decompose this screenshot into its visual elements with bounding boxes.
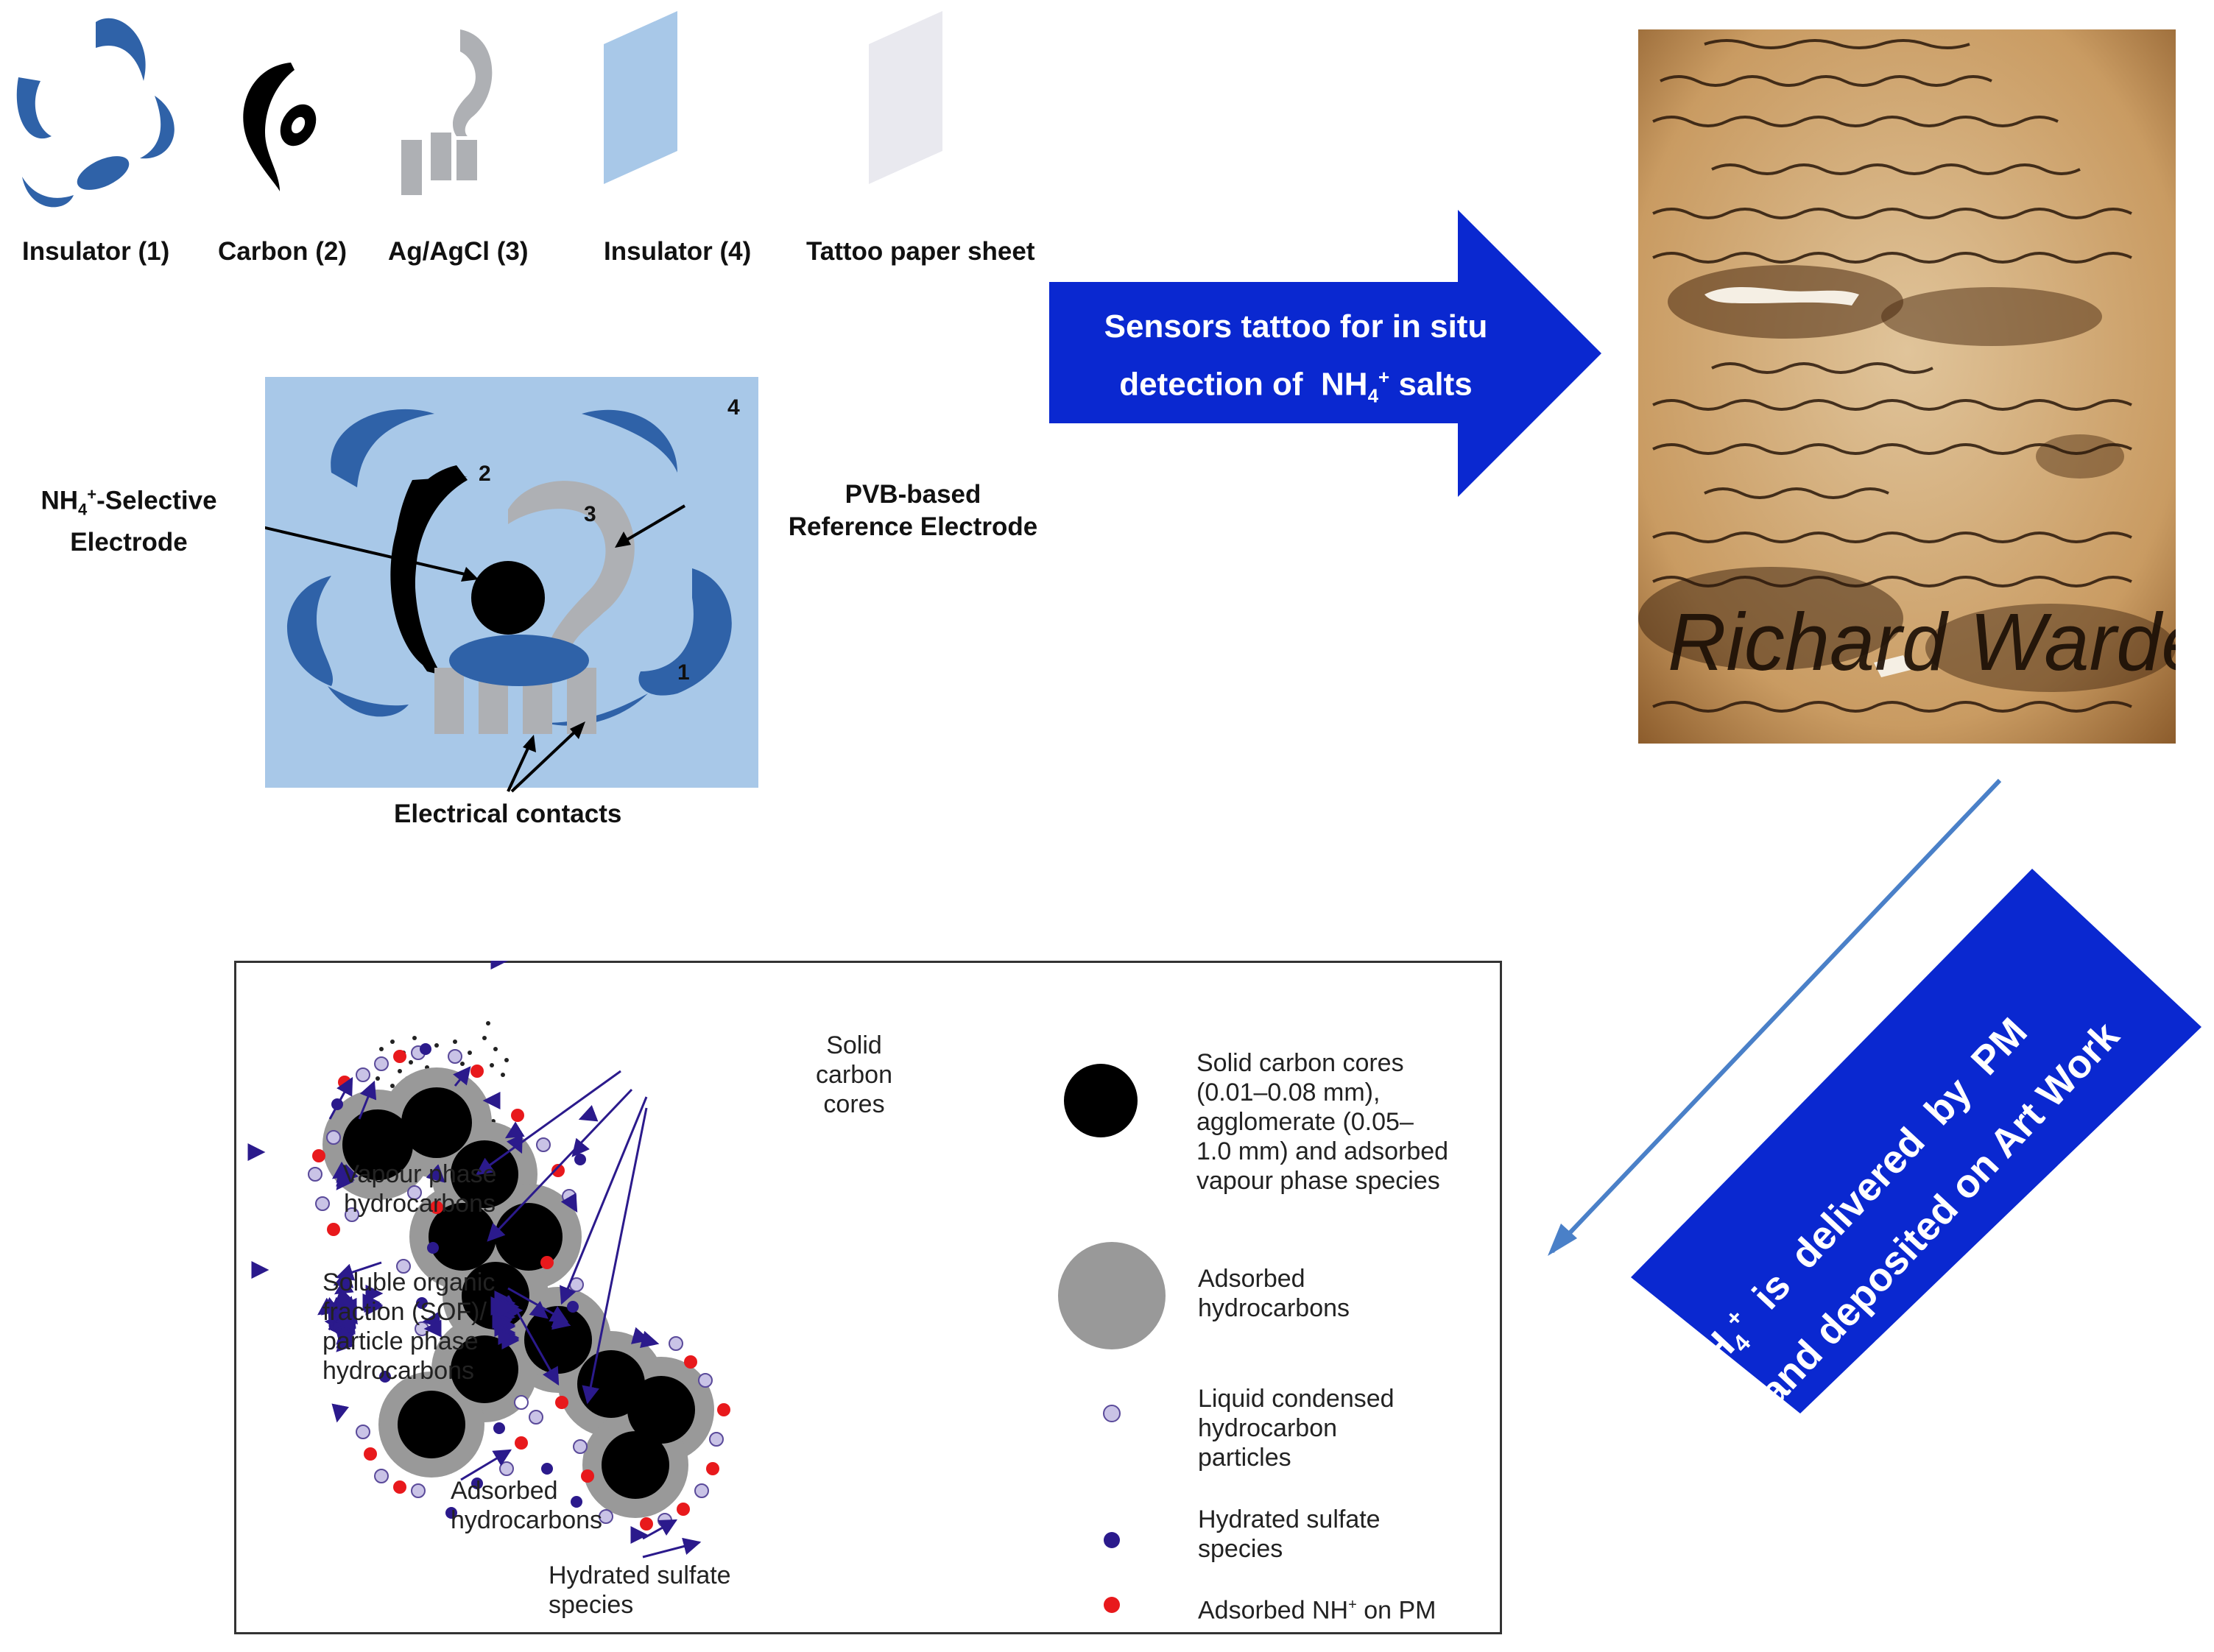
contacts-arrows	[507, 721, 585, 793]
layer-number-4: 4	[727, 395, 740, 420]
legend-label: Adsorbed NH+ on PM	[1198, 1596, 1436, 1625]
layer-number-2: 2	[479, 462, 491, 486]
insulator-4-sheet-icon	[604, 11, 677, 184]
layer-label: Insulator (1)	[22, 237, 170, 266]
pm-label-arrows	[460, 1287, 702, 1559]
layer-label: Ag/AgCl (3)	[388, 237, 529, 266]
selective-electrode-label: NH4+-Selective Electrode	[40, 485, 217, 557]
tattoo-paper-sheet-icon	[869, 11, 942, 184]
sensor-tattoo-drawing	[265, 377, 758, 788]
manuscript-signature: Richard Warde	[1668, 597, 2176, 688]
legend-label: Solid carbon cores(0.01–0.08 mm),agglome…	[1196, 1049, 1449, 1195]
layer-number-1: 1	[677, 660, 690, 685]
sof-pointer-upper	[507, 1287, 569, 1323]
agagcl-electrode-shape-icon	[401, 29, 493, 195]
electrical-contacts-label: Electrical contacts	[394, 799, 622, 828]
insulator-1-shapes-icon	[16, 18, 174, 208]
sulfate-pointer-1	[642, 1519, 678, 1540]
adsorbed-ammonium-icon	[1104, 1597, 1120, 1613]
hydrated-sulfate-icon	[1104, 1532, 1120, 1548]
layer-number-3: 3	[584, 502, 596, 526]
right-arrow-icon	[1049, 210, 1601, 497]
manuscript-photo-icon: Richard Warde	[1638, 29, 2176, 744]
liquid-hydrocarbon-particle-icon	[1103, 1405, 1121, 1422]
arrow-sensor-text: Sensors tattoo for in situ detection of …	[1104, 308, 1488, 407]
reference-electrode-label: PVB-based Reference Electrode	[788, 480, 1038, 541]
layer-label: Tattoo paper sheet	[806, 237, 1035, 266]
delivery-band	[1631, 869, 2201, 1413]
sulfate-pointer-2	[642, 1537, 702, 1559]
adsorbed-pointer	[460, 1449, 512, 1481]
solid-carbon-core-icon	[1064, 1064, 1138, 1137]
adsorbed-hydrocarbon-icon	[1058, 1242, 1166, 1349]
layer-label: Carbon (2)	[218, 237, 347, 266]
layer-label: Insulator (4)	[604, 237, 752, 266]
delivery-arrow-icon	[1548, 778, 2002, 1256]
sof-pointer-lower	[507, 1295, 560, 1386]
pm-particle-drawing	[308, 1021, 730, 1531]
carbon-electrode-shape-icon	[243, 63, 317, 191]
